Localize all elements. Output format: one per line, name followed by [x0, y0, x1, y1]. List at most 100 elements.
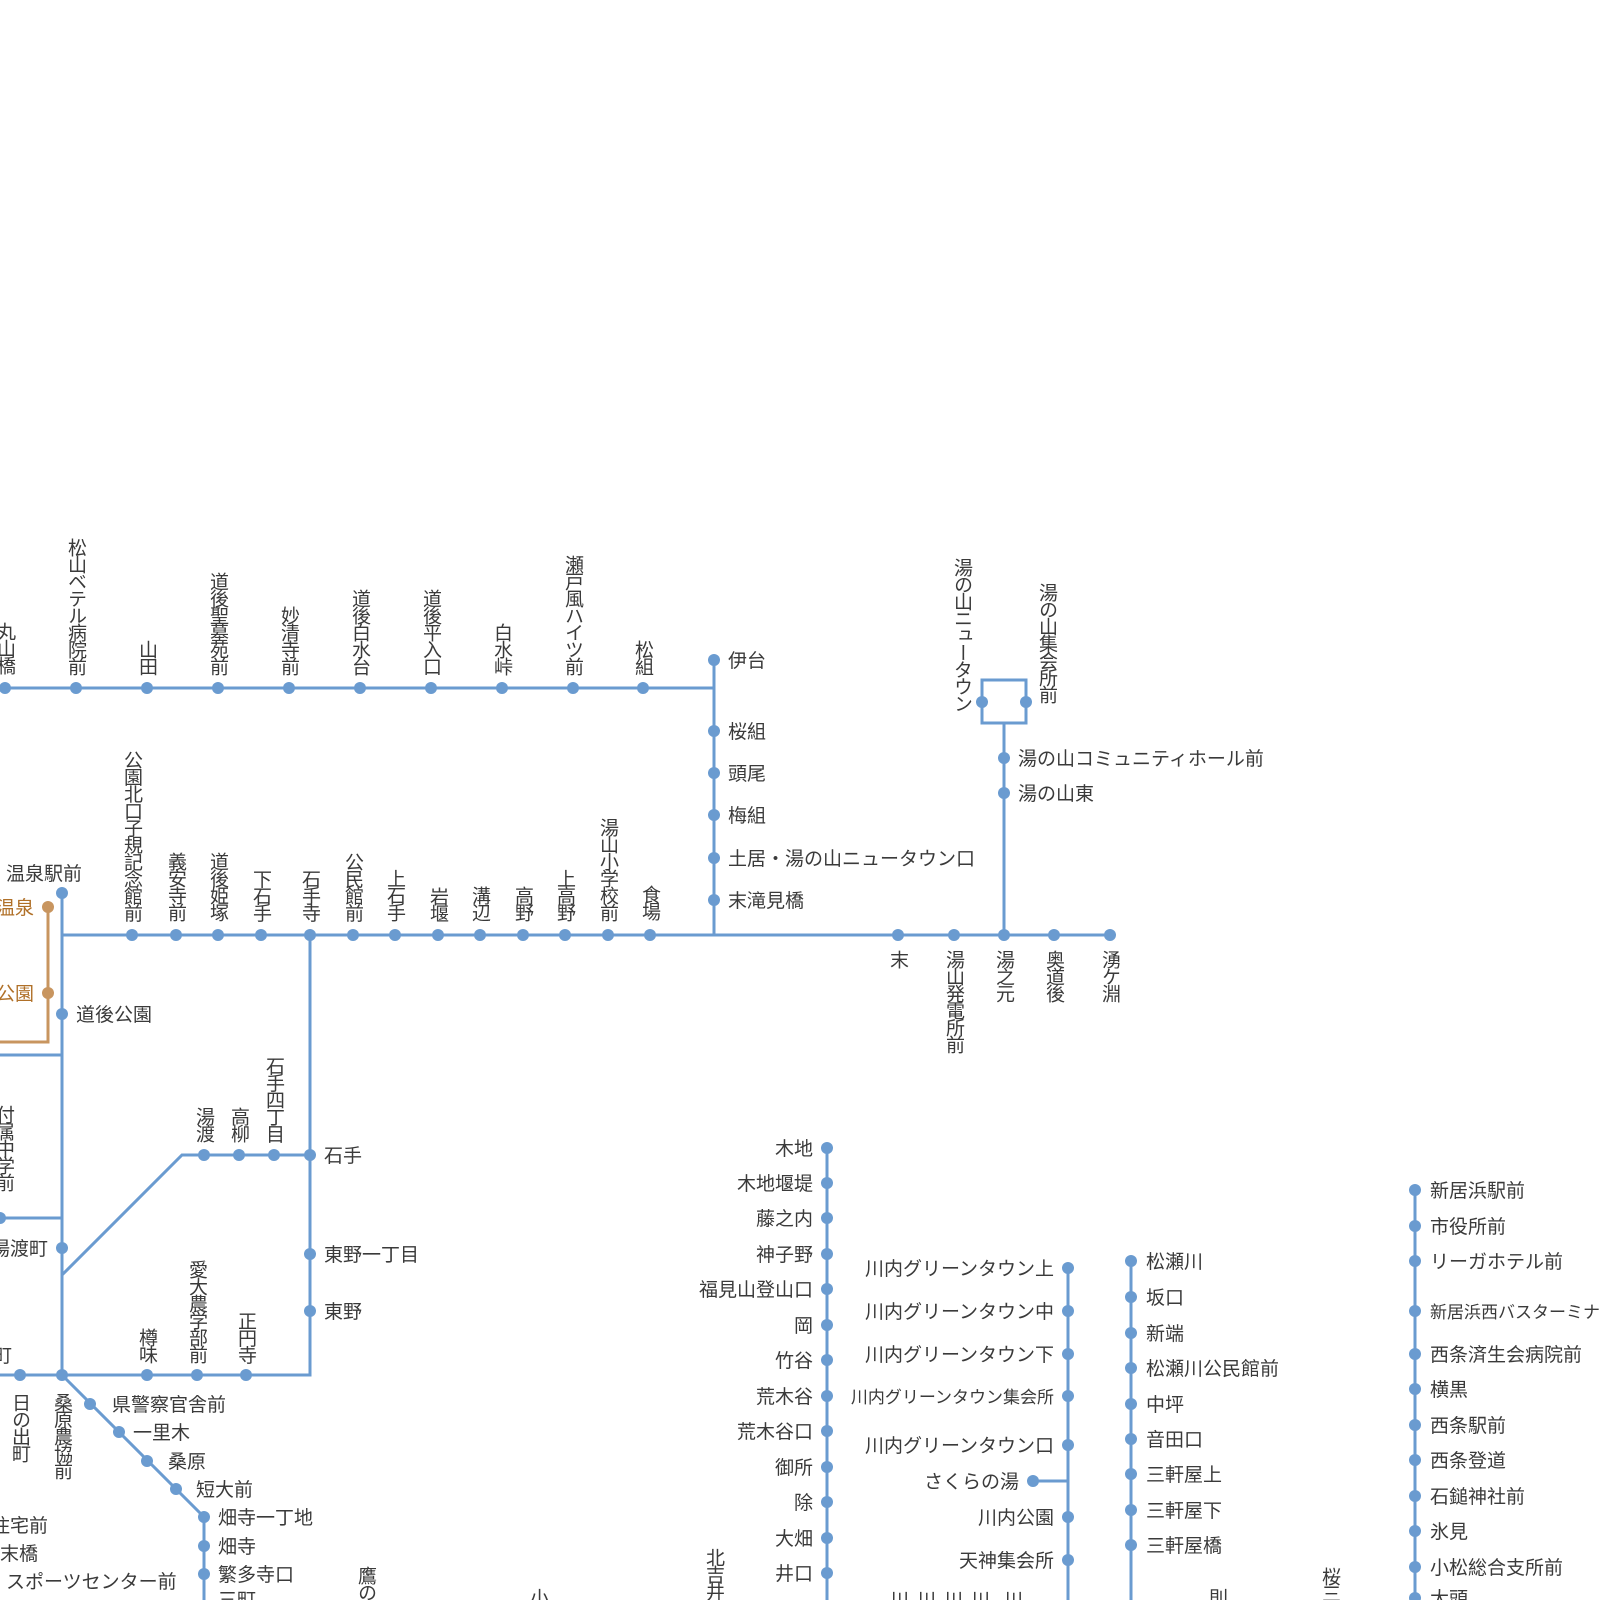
label-kuwabara-nokyo: 桑原農協前	[51, 1393, 73, 1480]
stop-gt-kami	[1062, 1262, 1074, 1274]
stop-bochien	[212, 682, 224, 694]
stop-fukumiyama	[821, 1283, 833, 1295]
label-yunoyama-shukaijo: 湯の山集会所前	[1036, 583, 1058, 704]
label-kawauchi-koen: 川内公園	[978, 1507, 1054, 1529]
label-yokoguro: 横黒	[1430, 1379, 1468, 1401]
stop-gianji	[170, 929, 182, 941]
stop-yunoyama-hall	[998, 752, 1010, 764]
label-cut-ko: 小	[527, 1588, 549, 1600]
stop-iguchi	[821, 1567, 833, 1579]
label-gt-kami: 川内グリーンタウン上	[865, 1258, 1054, 1280]
label-yuto: 湯渡	[193, 1107, 215, 1143]
stop-shiyakusho	[1409, 1220, 1421, 1232]
label-himi: 氷見	[1430, 1521, 1468, 1543]
stop-idai	[708, 654, 720, 666]
stop-yokoguro	[1409, 1383, 1421, 1395]
tram-stop-onsen	[42, 901, 54, 913]
label-yugafuchi: 湧ケ淵	[1099, 950, 1121, 1003]
stop-hatadera	[198, 1540, 210, 1552]
label-miko-no: 神子野	[756, 1244, 813, 1266]
stop-gt-shukaijo	[1062, 1390, 1074, 1402]
label-saijo-eki: 西条駅前	[1430, 1415, 1506, 1437]
stop-saijo-eki	[1409, 1419, 1421, 1431]
label-tram-onsen: 温泉	[0, 897, 34, 919]
stop-zubi	[708, 767, 720, 779]
label-kamiishite: 上石手	[384, 869, 406, 922]
stop-hirairiguchi	[425, 682, 437, 694]
stop-hakusuidai	[354, 682, 366, 694]
label-tram-koen: 公園	[0, 983, 34, 1005]
label-myoseiji: 妙清寺前	[278, 606, 300, 676]
label-tenjin: 天神集会所	[959, 1550, 1054, 1572]
stop-oka	[821, 1319, 833, 1331]
stop-hatsudensho	[948, 929, 960, 941]
label-komatsu: 小松総合支所前	[1430, 1557, 1563, 1579]
stop-sangenya-shimo	[1125, 1504, 1137, 1516]
label-mizobe: 溝辺	[469, 886, 491, 922]
label-shoenji: 正円寺	[235, 1311, 257, 1364]
stop-miko-no	[821, 1248, 833, 1260]
label-higashino: 東野	[324, 1301, 362, 1323]
stops	[0, 654, 1421, 1600]
label-yunoyama-nt: 湯の山ニュータウン	[951, 558, 973, 711]
stop-sangenya-kami	[1125, 1468, 1137, 1480]
stop-takano	[517, 929, 529, 941]
label-ishite: 石手	[324, 1145, 362, 1167]
label-saijo-tozando: 西条登道	[1430, 1450, 1506, 1472]
label-hirairiguchi: 道後平入口	[420, 589, 442, 676]
stop-ishite-4	[268, 1149, 280, 1161]
label-machi: 町	[0, 1345, 12, 1367]
stop-niihama-nishi	[1409, 1305, 1421, 1317]
label-otou: 大頭	[1430, 1588, 1468, 1600]
label-marusamabashi: 丸山橋	[0, 622, 16, 676]
label-takeya: 竹谷	[775, 1350, 813, 1372]
stop-yuyama-es	[602, 929, 614, 941]
label-ontaguchi: 音田口	[1146, 1429, 1203, 1451]
stop-hinodemachi	[14, 1369, 26, 1381]
label-ishizuchi: 石鎚神社前	[1430, 1486, 1525, 1508]
stop-takayanagi	[233, 1149, 245, 1161]
stop-kuwabara-nokyo	[56, 1369, 68, 1381]
label-msg-kominkan: 松瀬川公民館前	[1146, 1358, 1279, 1380]
label-okudogo: 奥道後	[1043, 950, 1065, 1003]
stop-umegumi	[708, 809, 720, 821]
stop-yuto	[198, 1149, 210, 1161]
label-takano: 高野	[512, 886, 534, 922]
stop-sakuranoyu	[1027, 1475, 1039, 1487]
label-iwazeki: 岩堰	[427, 887, 449, 922]
label-cut-nori: 則	[1206, 1588, 1228, 1600]
stop-himi	[1409, 1525, 1421, 1537]
label-gt-naka: 川内グリーンタウン中	[865, 1301, 1054, 1323]
stop-gt-naka	[1062, 1305, 1074, 1317]
label-shimoishite: 下石手	[250, 869, 272, 922]
stop-gt-guchi	[1062, 1439, 1074, 1451]
label-matsugumi: 松組	[632, 640, 654, 676]
stop-shinbata	[1125, 1327, 1137, 1339]
label-tarumi: 樽味	[136, 1328, 158, 1364]
label-cut-kawa-5: 川	[1001, 1590, 1023, 1600]
label-cut-kawa-4: 川	[968, 1590, 990, 1600]
stop-sue	[892, 929, 904, 941]
label-cut-kawa-3: 川	[941, 1590, 963, 1600]
label-kenkeisatsu: 県警察官舎前	[112, 1394, 226, 1416]
label-cut-kawa-2: 川	[914, 1590, 936, 1600]
stop-shiki	[126, 929, 138, 941]
stop-yamada	[141, 682, 153, 694]
stop-otou	[1409, 1592, 1421, 1600]
label-kiji-entei: 木地堰堤	[737, 1173, 813, 1195]
label-arakidani-guchi: 荒木谷口	[737, 1421, 813, 1443]
stop-saiseikai	[1409, 1348, 1421, 1360]
stop-arakidani-guchi	[821, 1425, 833, 1437]
label-hatsudensho: 湯山発電所前	[943, 950, 965, 1054]
stop-marusamabashi	[0, 682, 11, 694]
label-sue: 末	[887, 950, 909, 969]
label-cut-takanoko: 鷹の	[355, 1566, 377, 1600]
stop-kawauchi-koen	[1062, 1511, 1074, 1523]
label-sangenya-kami: 三軒屋上	[1146, 1464, 1222, 1486]
stop-tarumi	[141, 1369, 153, 1381]
stop-shoenji	[240, 1369, 252, 1381]
stop-kuwabara	[141, 1455, 153, 1467]
stop-mizobe	[474, 929, 486, 941]
label-rihga: リーガホテル前	[1430, 1251, 1563, 1273]
